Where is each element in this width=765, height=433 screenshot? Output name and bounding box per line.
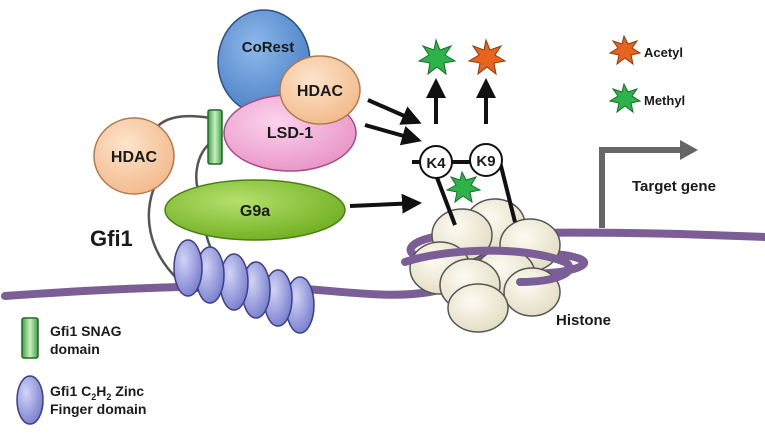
arrow-g9a-to-k9 xyxy=(349,193,422,214)
legend-snag-label-1: Gfi1 SNAG xyxy=(50,323,122,339)
legend-methyl-label: Methyl xyxy=(644,93,685,108)
dna-wrap-front xyxy=(401,246,574,286)
legend-zinc-finger-icon xyxy=(16,375,44,425)
histone-label: Histone xyxy=(556,312,611,329)
gfi1-label: Gfi1 xyxy=(90,226,133,251)
histone-octamer xyxy=(409,198,561,333)
g9a-protein xyxy=(164,179,346,241)
legend-zinc-finger-label-2: Finger domain xyxy=(50,401,146,417)
target-gene-arrowhead xyxy=(680,140,698,160)
k4-label: K4 xyxy=(426,155,446,172)
k9-residue xyxy=(469,143,503,177)
zinc-finger-domains xyxy=(173,239,315,334)
hdac-top-label: HDAC xyxy=(297,83,344,100)
hdac-left-label: HDAC xyxy=(111,149,158,166)
arrow-hdac-to-k4 xyxy=(367,98,422,125)
methyl-mark-released xyxy=(417,38,457,76)
snag-domain xyxy=(207,109,223,165)
hdac-left-protein xyxy=(93,117,175,195)
legend-methyl-icon xyxy=(608,82,642,114)
target-gene-label: Target gene xyxy=(632,178,716,195)
legend-snag-icon xyxy=(21,317,39,359)
hdac-top-protein xyxy=(279,55,361,125)
legend-snag-label-2: domain xyxy=(50,341,100,357)
g9a-label: G9a xyxy=(240,203,270,220)
histone-tail-2 xyxy=(434,174,457,226)
k4-residue xyxy=(419,145,453,179)
legend-acetyl-icon xyxy=(608,34,642,66)
legend-zinc-finger-label-1: Gfi1 C2H2 Zinc xyxy=(50,383,144,402)
methyl-mark-k9 xyxy=(445,170,482,204)
legend-acetyl-label: Acetyl xyxy=(644,45,683,60)
k9-label: K9 xyxy=(476,153,495,170)
acetyl-mark-released xyxy=(467,38,507,76)
corest-label: CoRest xyxy=(242,39,295,56)
lsd1-label: LSD-1 xyxy=(267,125,313,142)
arrow-lsd1-to-k4 xyxy=(364,123,422,146)
target-gene-arrow xyxy=(599,147,680,228)
